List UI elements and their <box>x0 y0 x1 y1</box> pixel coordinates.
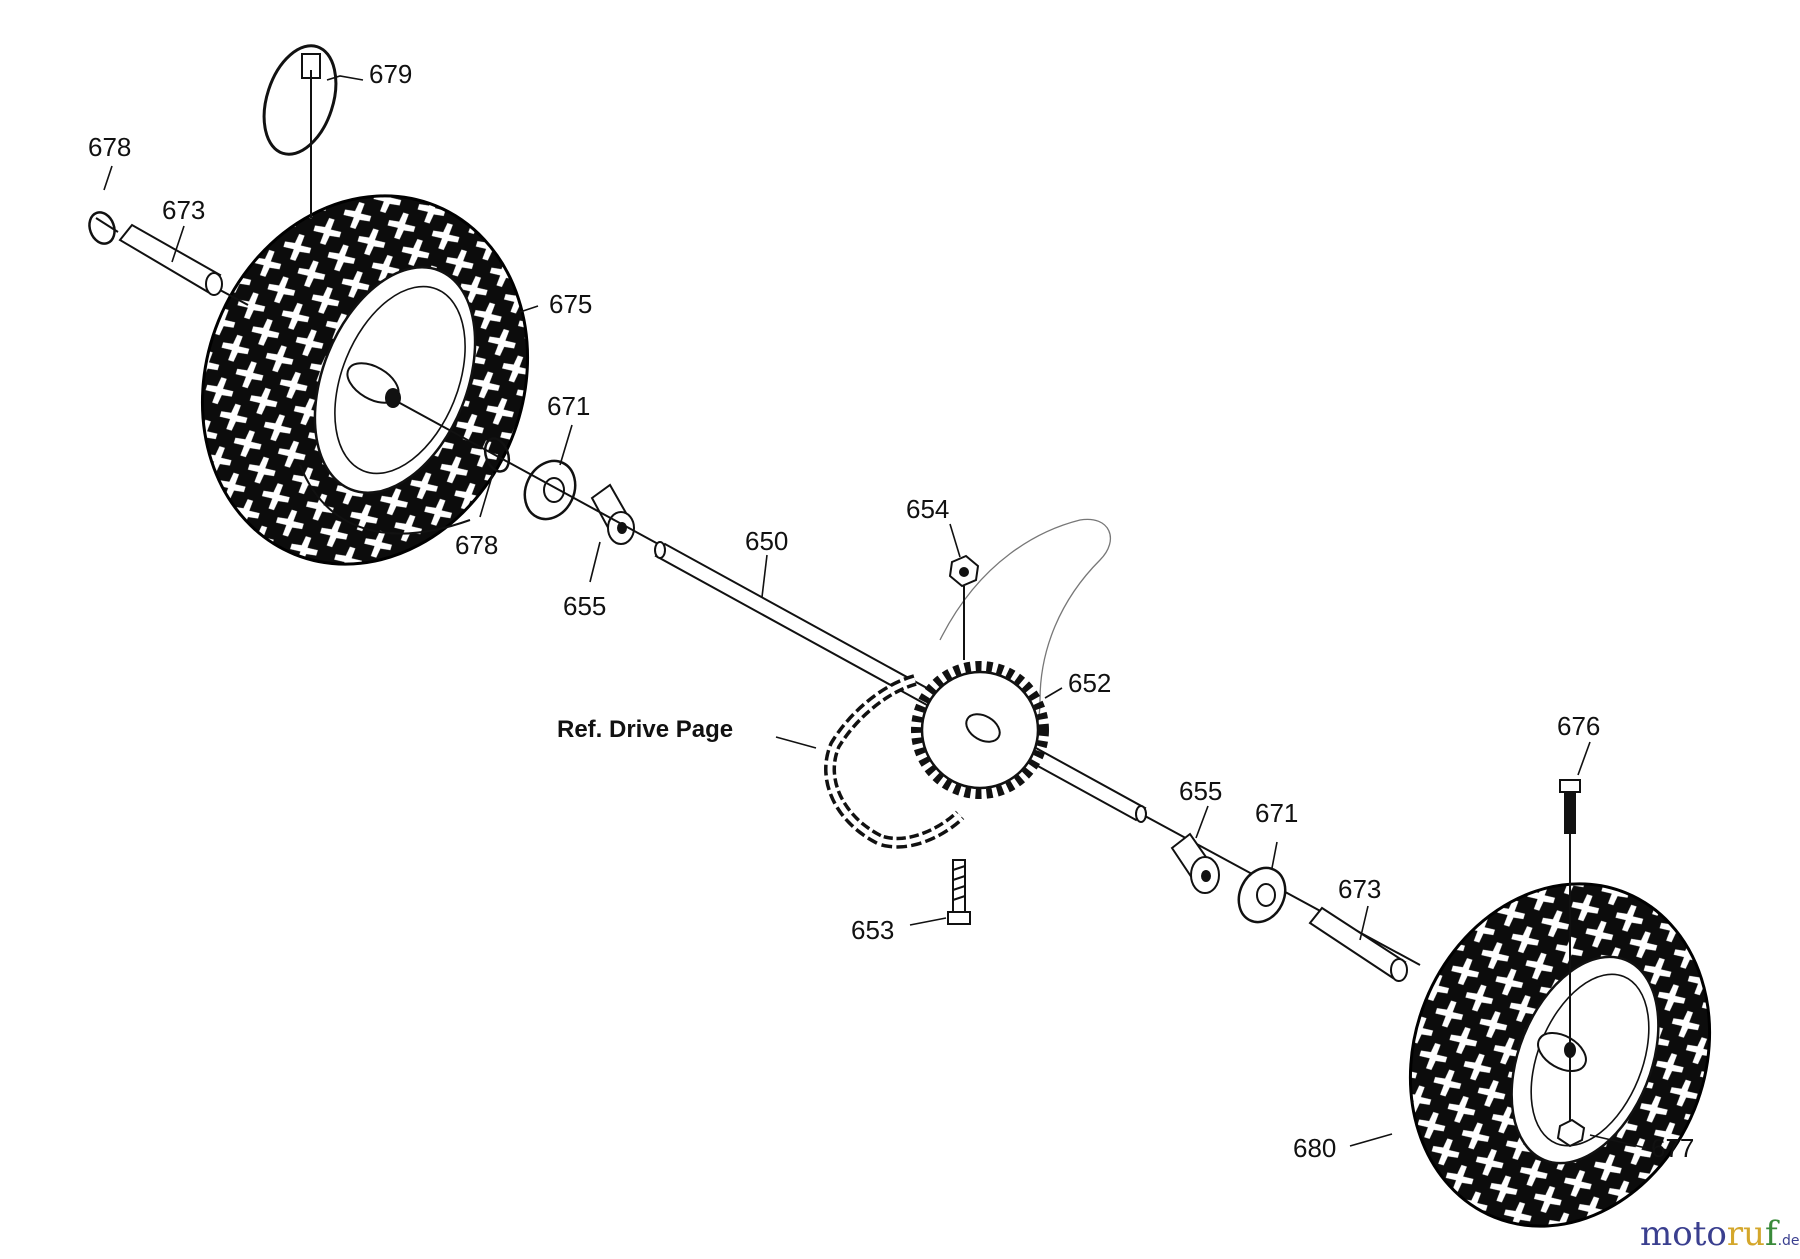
bushing-left <box>590 483 635 545</box>
label-673-left: 673 <box>162 195 205 225</box>
left-wheel <box>200 194 530 566</box>
hairpin-clip-inner <box>483 437 511 473</box>
label-655-left: 655 <box>563 591 606 621</box>
drive-chain <box>824 674 965 849</box>
left-wheel-hub <box>346 362 401 408</box>
svg-text:motoruf.de: motoruf.de <box>1640 1214 1800 1254</box>
label-679: 679 <box>369 59 412 89</box>
washer-left <box>523 459 577 521</box>
label-653: 653 <box>851 915 894 945</box>
label-671-right: 671 <box>1255 798 1298 828</box>
bolt-676 <box>1559 779 1581 1130</box>
hitch-pin-679 <box>262 44 338 218</box>
sprocket <box>911 661 1049 799</box>
hairpin-clip-left <box>88 211 119 245</box>
label-675: 675 <box>549 289 592 319</box>
spacer-tube-left <box>118 223 249 306</box>
spacer-tube-right <box>1308 906 1408 982</box>
bushing-right <box>1170 832 1220 894</box>
label-680: 680 <box>1293 1133 1336 1163</box>
watermark-logo: motoruf.de <box>1640 1214 1800 1254</box>
label-677: 677 <box>1651 1133 1694 1163</box>
label-676: 676 <box>1557 711 1600 741</box>
label-ref-drive-page: Ref. Drive Page <box>557 716 733 743</box>
label-678-inner: 678 <box>455 530 498 560</box>
hex-nut <box>948 554 980 660</box>
label-654: 654 <box>906 494 949 524</box>
label-673-right: 673 <box>1338 874 1381 904</box>
label-652: 652 <box>1068 668 1111 698</box>
label-650: 650 <box>745 526 788 556</box>
nut-677 <box>1556 1118 1586 1148</box>
bolt-653 <box>947 859 971 925</box>
washer-right <box>1237 866 1287 924</box>
label-678-left: 678 <box>88 132 131 162</box>
right-wheel <box>1408 882 1712 1228</box>
label-671-left: 671 <box>547 391 590 421</box>
label-655-right: 655 <box>1179 776 1222 806</box>
